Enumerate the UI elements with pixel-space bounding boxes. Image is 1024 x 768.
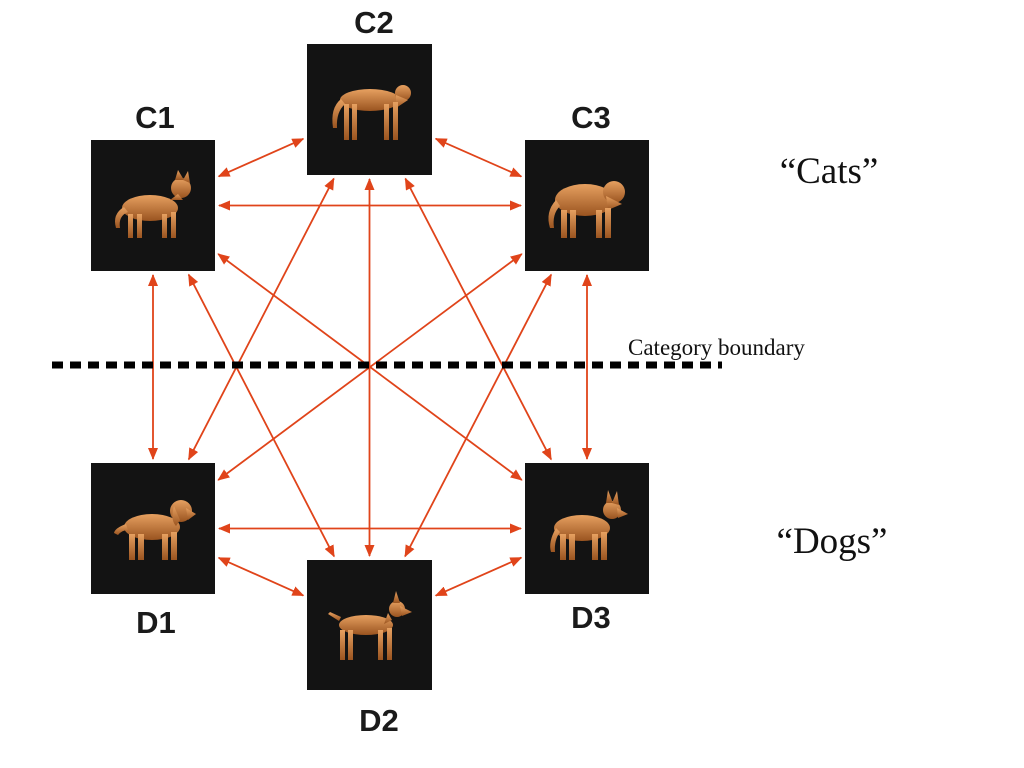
retriever-dog-icon — [114, 500, 196, 560]
node-d3-label: D3 — [571, 600, 611, 635]
node-d3: D3 — [525, 463, 649, 635]
category-boundary-label: Category boundary — [628, 335, 805, 360]
node-c1: C1 — [91, 100, 215, 271]
dogs-group-label: “Dogs” — [777, 521, 888, 562]
node-c2: C2 — [307, 5, 432, 175]
node-c3-label: C3 — [571, 100, 611, 135]
edge-c1-c2 — [217, 138, 305, 178]
edges-layer — [148, 137, 592, 597]
node-d1-label: D1 — [136, 605, 176, 640]
node-d1: D1 — [91, 463, 215, 640]
node-c2-label: C2 — [354, 5, 394, 40]
edge-c2-c3 — [434, 137, 523, 178]
cats-group-label: “Cats” — [780, 151, 879, 192]
doberman-dog-icon — [328, 591, 412, 660]
cat-icon — [115, 170, 191, 238]
node-c1-label: C1 — [135, 100, 175, 135]
cheetah-icon — [332, 85, 411, 140]
node-d2: D2 — [307, 560, 432, 738]
node-d2-label: D2 — [359, 703, 399, 738]
edge-c3-d2 — [404, 273, 552, 558]
tiger-icon — [548, 181, 625, 238]
shepherd-dog-icon — [550, 490, 628, 560]
edge-d2-d3 — [434, 556, 523, 597]
edge-d1-d2 — [217, 556, 305, 597]
node-c3: C3 — [525, 100, 649, 271]
